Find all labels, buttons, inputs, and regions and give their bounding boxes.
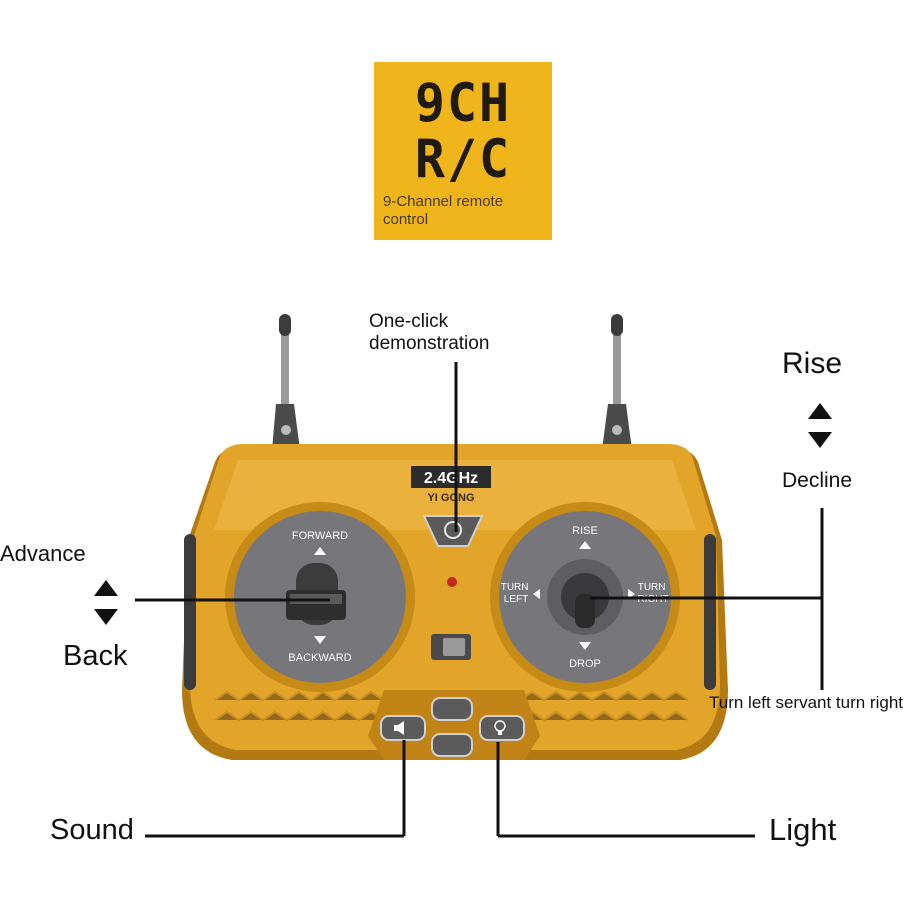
turn-callout: Turn left servant turn right <box>709 693 904 712</box>
sound-icon <box>394 721 404 735</box>
right-stick-left-word2: LEFT <box>504 594 528 605</box>
arrow-up-icon <box>94 580 118 596</box>
back-callout: Back <box>63 640 128 672</box>
arrow-up-icon <box>314 547 326 555</box>
advance-callout: Advance <box>0 541 86 566</box>
right-stick-left-label: TURN LEFT <box>501 582 532 605</box>
antenna-icon <box>272 314 300 450</box>
arrow-down-icon <box>579 642 591 650</box>
badge-title-line2: R/C <box>414 128 512 190</box>
sound-button[interactable] <box>380 715 426 741</box>
right-stick-right-word1: TURN <box>638 582 666 593</box>
left-stick-forward-label: FORWARD <box>292 530 348 542</box>
left-stick-backward-label: BACKWARD <box>288 652 351 664</box>
arrow-down-icon <box>94 609 118 625</box>
power-led-icon <box>447 577 457 587</box>
product-badge: 9CH R/C 9-Channel remote control <box>374 62 552 240</box>
decline-callout: Decline <box>782 469 853 492</box>
right-joystick[interactable] <box>547 559 623 635</box>
right-stick-right-label: TURN RIGHT <box>637 582 668 605</box>
arrow-left-icon <box>533 589 540 599</box>
frequency-label: 2.4GHz <box>424 470 478 487</box>
brand-label: YI GONG <box>427 492 474 504</box>
right-stick-drop-label: DROP <box>569 658 601 670</box>
light-callout: Light <box>769 812 837 847</box>
arrow-down-icon <box>808 432 832 448</box>
function-button-top[interactable] <box>431 697 473 721</box>
badge-subtitle: 9-Channel remote control <box>383 193 504 228</box>
antenna-icon <box>602 314 632 450</box>
rise-callout: Rise <box>782 347 843 380</box>
callout-lines <box>135 362 824 838</box>
sound-callout: Sound <box>50 814 134 846</box>
arrow-down-icon <box>314 636 326 644</box>
light-button[interactable] <box>479 715 525 741</box>
power-switch[interactable] <box>431 634 471 660</box>
demo-button[interactable] <box>422 515 484 547</box>
function-button-bottom[interactable] <box>431 733 473 757</box>
right-stick-rise-label: RISE <box>572 525 598 537</box>
right-stick-left-word1: TURN <box>501 582 529 593</box>
demo-callout: One-click demonstration <box>369 311 490 354</box>
badge-title-line1: 9CH <box>414 72 512 134</box>
arrow-up-icon <box>808 403 832 419</box>
demo-power-icon <box>444 521 462 539</box>
arrow-up-icon <box>579 541 591 549</box>
